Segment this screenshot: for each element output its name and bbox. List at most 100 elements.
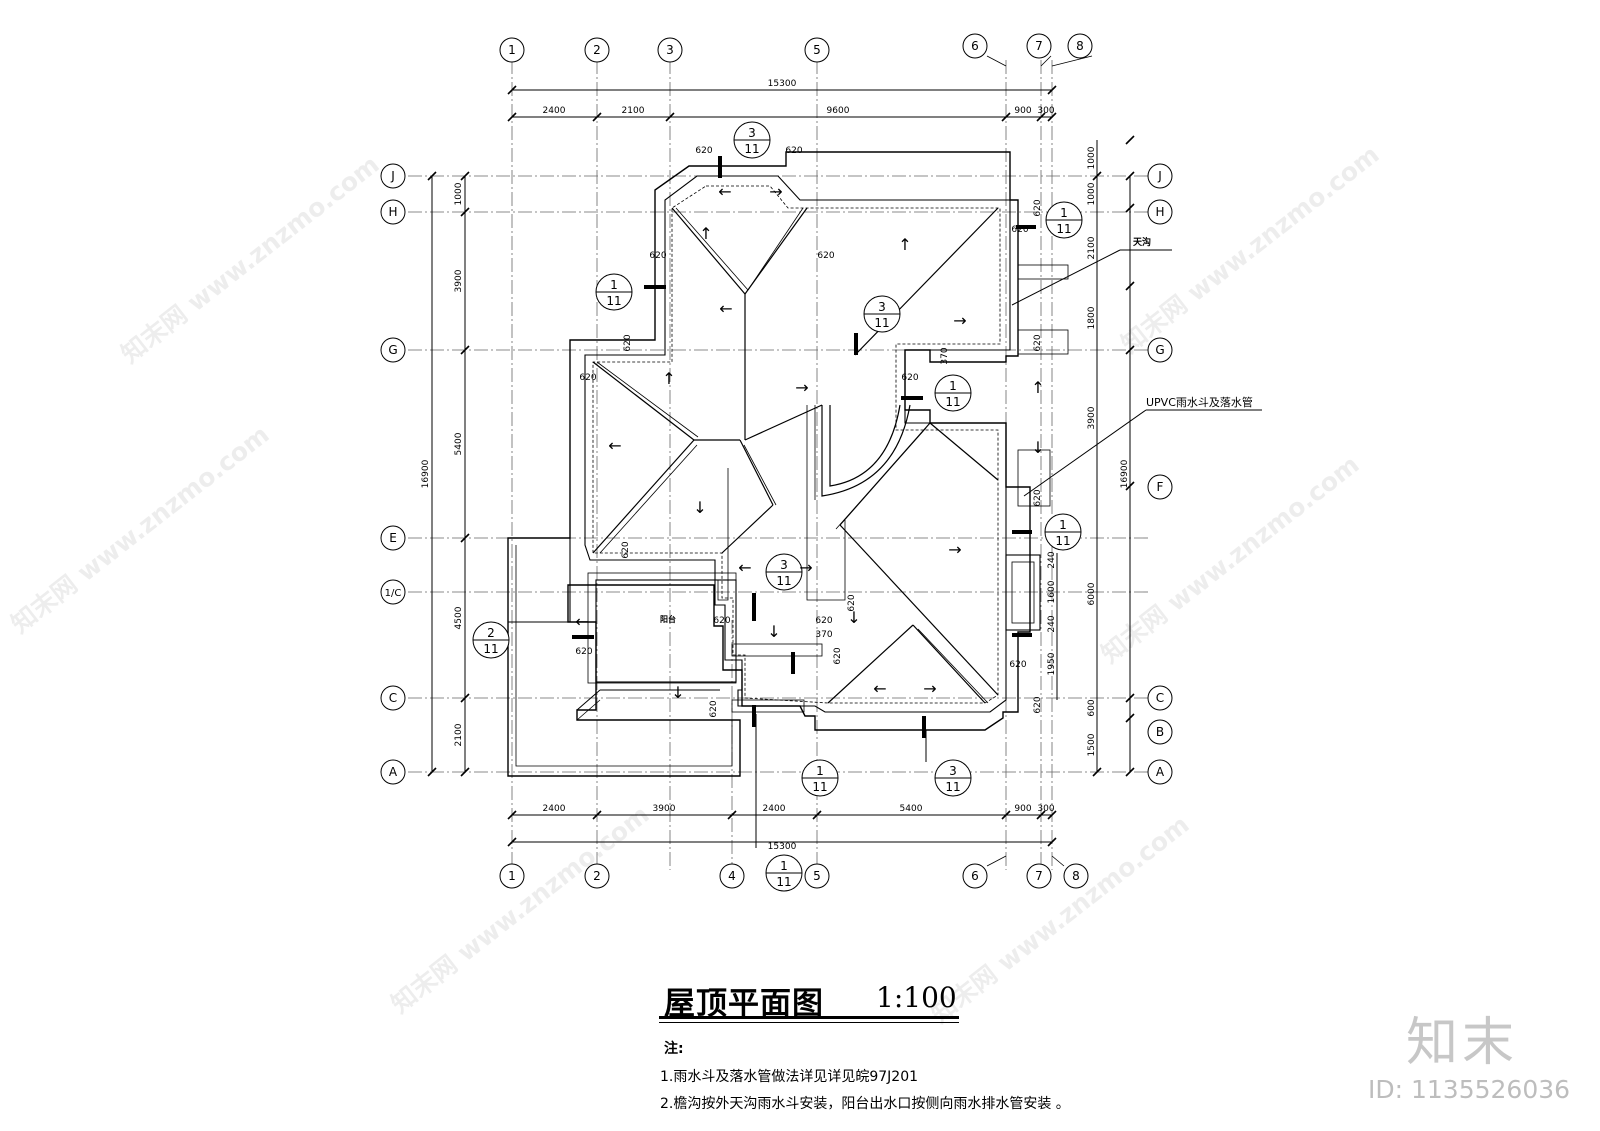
detail-ref-sheet: 11: [1055, 534, 1070, 548]
pipe-label: UPVC雨水斗及落水管: [1146, 395, 1253, 409]
dimension-text: 2400: [763, 804, 786, 814]
detail-ref-sheet: 11: [1056, 222, 1071, 236]
dimension-text: 2100: [454, 723, 464, 746]
axis-label: F: [1157, 480, 1164, 494]
detail-ref-sheet: 11: [812, 780, 827, 794]
dimension-text: 620: [621, 541, 631, 558]
dimension-text: 600: [1087, 699, 1097, 716]
axis-label: 1: [508, 869, 516, 883]
arrow-icon: ↓: [693, 498, 706, 517]
dimension-text: 370: [940, 347, 950, 364]
detail-ref-sheet: 11: [874, 316, 889, 330]
arrow-icon: ←: [718, 182, 731, 201]
axis-label: C: [389, 691, 397, 705]
detail-ref-sheet: 11: [776, 875, 791, 889]
dimension-text: 6000: [1087, 582, 1097, 605]
axis-label: 8: [1076, 39, 1084, 53]
axis-label: J: [390, 169, 395, 183]
axis-label: G: [388, 343, 397, 357]
axis-label: 3: [666, 43, 674, 57]
axis-label: J: [1157, 169, 1162, 183]
dimension-text: 300: [1037, 106, 1054, 116]
axis-label: C: [1156, 691, 1164, 705]
dimension-text: 2100: [1087, 236, 1097, 259]
dimension-text: 620: [709, 700, 719, 717]
axis-label: 5: [813, 869, 821, 883]
brand-logo: 知末: [1406, 1013, 1519, 1073]
dimension-text: 620: [901, 373, 918, 383]
dimension-text: 3900: [1087, 406, 1097, 429]
dimension-text: 3900: [653, 804, 676, 814]
detail-ref-sheet: 11: [945, 780, 960, 794]
dimension-text: 1600: [1047, 580, 1057, 603]
detail-ref-sheet: 11: [776, 574, 791, 588]
dimension-text: 15300: [768, 842, 797, 852]
dimension-text: 620: [649, 251, 666, 261]
axis-label: 7: [1035, 869, 1043, 883]
detail-ref-number: 1: [780, 859, 788, 873]
arrow-icon: ↓: [1031, 438, 1044, 457]
axis-label: H: [1155, 205, 1164, 219]
arrow-icon: ↑: [1031, 378, 1044, 397]
dimension-text: 620: [1033, 489, 1043, 506]
dimension-text: 620: [1011, 225, 1028, 235]
detail-ref-number: 1: [1060, 206, 1068, 220]
axis-label: 7: [1035, 39, 1043, 53]
dimension-text: 620: [847, 594, 857, 611]
dimension-text: 620: [575, 647, 592, 657]
arrow-icon: →: [953, 311, 966, 330]
arrow-icon: →: [769, 182, 782, 201]
axis-label: B: [1156, 725, 1164, 739]
image-id: ID: 1135526036: [1368, 1075, 1571, 1104]
axis-label: 1: [508, 43, 516, 57]
arrow-icon: ↓: [767, 622, 780, 641]
dimension-text: 15300: [768, 79, 797, 89]
detail-ref-sheet: 11: [483, 642, 498, 656]
detail-ref-number: 1: [949, 379, 957, 393]
dimension-text: 4500: [454, 606, 464, 629]
arrow-icon: ←: [575, 612, 588, 631]
arrow-icon: ↑: [898, 235, 911, 254]
dimension-text: 620: [713, 616, 730, 626]
axis-label: 1/C: [385, 588, 402, 599]
axis-label: 6: [971, 869, 979, 883]
gutter-label: 天沟: [1133, 236, 1151, 248]
detail-ref-number: 3: [748, 126, 756, 140]
dimension-text: 300: [1037, 804, 1054, 814]
axis-label: G: [1155, 343, 1164, 357]
title-underline: [659, 1016, 959, 1019]
arrow-icon: ↑: [699, 224, 712, 243]
dimension-text: 620: [1033, 334, 1043, 351]
balcony-label: 阳台: [660, 614, 676, 624]
dimension-text: 620: [1033, 696, 1043, 713]
dimension-text: 620: [579, 373, 596, 383]
dimension-text: 370: [815, 630, 832, 640]
arrow-icon: →: [799, 558, 812, 577]
axis-label: A: [1156, 765, 1165, 779]
axis-label: 6: [971, 39, 979, 53]
detail-ref-sheet: 11: [945, 395, 960, 409]
notes-heading: 注:: [664, 1041, 684, 1057]
detail-ref-number: 1: [816, 764, 824, 778]
dimension-text: 5400: [900, 804, 923, 814]
axis-label: A: [389, 765, 398, 779]
note-item: 2.檐沟按外天沟雨水斗安装，阳台出水口按侧向雨水排水管安装 。: [660, 1096, 1070, 1112]
dimension-text: 620: [623, 334, 633, 351]
dimension-text: 1500: [1087, 733, 1097, 756]
dimension-text: 9600: [827, 106, 850, 116]
note-item: 1.雨水斗及落水管做法详见详见皖97J201: [660, 1069, 919, 1085]
detail-ref-sheet: 11: [606, 294, 621, 308]
axis-label: 4: [728, 869, 736, 883]
detail-ref-sheet: 11: [744, 142, 759, 156]
dimension-text: 1000: [1087, 146, 1097, 169]
dimension-text: 1800: [1087, 306, 1097, 329]
axis-label: 5: [813, 43, 821, 57]
dimension-text: 3900: [454, 269, 464, 292]
dimension-text: 620: [815, 616, 832, 626]
axis-label: H: [388, 205, 397, 219]
arrow-icon: →: [923, 679, 936, 698]
arrow-icon: ←: [738, 558, 751, 577]
dimension-text: 2400: [543, 106, 566, 116]
detail-ref-number: 3: [878, 300, 886, 314]
